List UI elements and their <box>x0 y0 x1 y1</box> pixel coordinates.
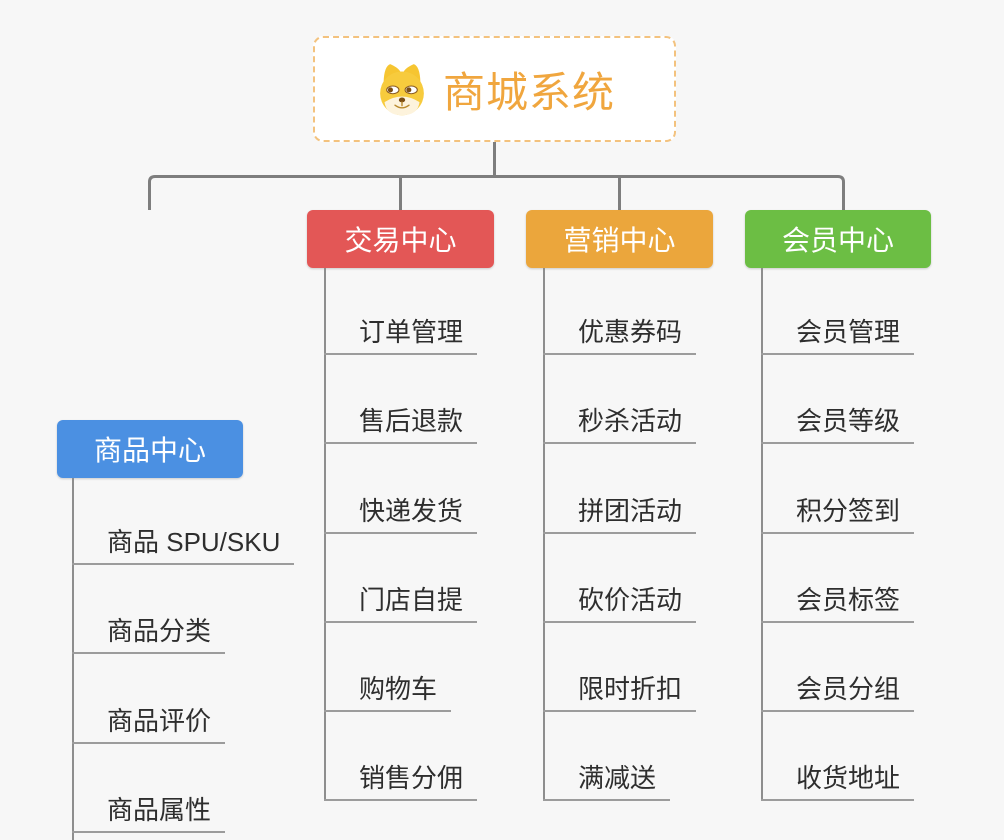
leaf-node[interactable]: 优惠券码 <box>543 317 697 355</box>
root-node[interactable]: 商城系统 <box>313 36 676 142</box>
branch-trunk-line <box>72 478 74 840</box>
leaf-node[interactable]: 会员等级 <box>761 406 915 444</box>
leaf-node[interactable]: 快递发货 <box>324 496 478 534</box>
dog-face-icon <box>380 64 424 116</box>
leaf-node[interactable]: 商品 SPU/SKU <box>72 527 295 565</box>
leaf-node[interactable]: 商品评价 <box>72 706 226 744</box>
leaf-node[interactable]: 销售分佣 <box>324 763 478 801</box>
leaf-node[interactable]: 砍价活动 <box>543 585 697 623</box>
leaf-node[interactable]: 限时折扣 <box>543 674 697 712</box>
leaf-node[interactable]: 订单管理 <box>324 317 478 355</box>
branch-node-marketing-center[interactable]: 营销中心 <box>526 210 713 268</box>
leaf-node[interactable]: 积分签到 <box>761 496 915 534</box>
branch-node-product-center[interactable]: 商品中心 <box>57 420 243 478</box>
branch-label: 商品中心 <box>93 435 206 466</box>
leaf-node[interactable]: 商品分类 <box>72 616 226 654</box>
branch-label: 营销中心 <box>563 225 676 256</box>
leaf-node[interactable]: 收货地址 <box>761 763 915 801</box>
leaf-node[interactable]: 会员管理 <box>761 317 915 355</box>
branch-label: 交易中心 <box>344 225 457 256</box>
leaf-node[interactable]: 商品属性 <box>72 795 226 833</box>
leaf-node[interactable]: 会员分组 <box>761 674 915 712</box>
leaf-node[interactable]: 会员标签 <box>761 585 915 623</box>
branch-rail-line <box>148 175 845 210</box>
leaf-node[interactable]: 门店自提 <box>324 585 478 623</box>
leaf-node[interactable]: 购物车 <box>324 674 452 712</box>
root-title: 商城系统 <box>442 68 615 116</box>
leaf-node[interactable]: 拼团活动 <box>543 496 697 534</box>
branch-trunk-line <box>543 268 545 801</box>
leaf-node[interactable]: 售后退款 <box>324 406 478 444</box>
leaf-node[interactable]: 满减送 <box>543 763 671 801</box>
branch-node-trade-center[interactable]: 交易中心 <box>307 210 494 268</box>
branch-label: 会员中心 <box>781 225 894 256</box>
leaf-node[interactable]: 秒杀活动 <box>543 406 697 444</box>
branch-trunk-line <box>324 268 326 801</box>
branch-trunk-line <box>761 268 763 801</box>
branch-node-member-center[interactable]: 会员中心 <box>745 210 931 268</box>
